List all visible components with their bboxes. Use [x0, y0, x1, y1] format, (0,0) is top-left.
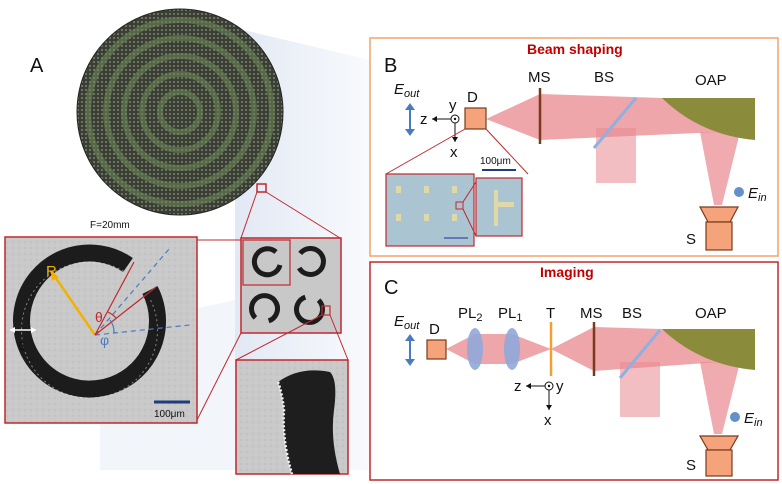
source-c — [698, 435, 740, 477]
bs-c-element — [618, 329, 662, 379]
panel-b-letter: B — [384, 55, 397, 77]
beam-c-to-source — [700, 362, 740, 434]
detector-b — [464, 107, 487, 130]
zoom-line — [265, 191, 341, 239]
oap-c-mirror — [662, 329, 755, 370]
axis-b-z: z — [420, 111, 428, 128]
axis-c-y: y — [556, 378, 564, 395]
beam-c-segment-4 — [551, 327, 594, 371]
panel-a-letter: A — [30, 55, 44, 77]
zoom-line — [196, 332, 242, 421]
target-label: T — [546, 305, 555, 322]
bs-b-label: BS — [594, 69, 614, 86]
e-out-c-label: Eout — [394, 313, 420, 332]
theta-arc — [107, 311, 117, 319]
beam-c-main — [594, 327, 720, 371]
axes-c — [526, 381, 554, 410]
width-label: c — [18, 337, 26, 354]
inset-zoom-line — [462, 208, 477, 237]
beam-b-main — [540, 94, 720, 140]
phi-arc — [109, 319, 115, 334]
beam-c-segment-2 — [475, 334, 512, 364]
metasurface-wafer — [76, 8, 284, 216]
angle-line — [94, 247, 171, 336]
e-in-c-label: Ein — [744, 410, 763, 429]
detector-c-label: D — [429, 321, 440, 338]
gap-edge-line — [94, 261, 135, 336]
lens-pl1 — [504, 328, 520, 370]
bs-c-label: BS — [622, 305, 642, 322]
panel-c-title: Imaging — [540, 264, 594, 280]
inset-scale-label: 100μm — [480, 156, 511, 167]
oap-b-mirror — [662, 98, 755, 140]
width-arrowhead — [31, 327, 36, 333]
source-c-label: S — [686, 457, 696, 474]
inset-zoom-line — [462, 181, 477, 203]
e-out-b-label: Eout — [394, 81, 420, 100]
zoom-line — [329, 314, 349, 361]
panel-b-title: Beam shaping — [527, 41, 623, 57]
ms-b-label: MS — [528, 69, 551, 86]
ms-c-label: MS — [580, 305, 603, 322]
oap-b-label: OAP — [695, 72, 727, 89]
bs-b-element — [592, 97, 638, 149]
e-out-b-arrow — [405, 103, 415, 136]
lens-pl2-label: PL2 — [458, 305, 482, 324]
source-b — [699, 206, 739, 251]
e-in-b-label: Ein — [748, 185, 767, 204]
e-in-b-icon — [734, 187, 744, 197]
beam-b-to-source — [700, 132, 740, 205]
unit-cell-array — [240, 237, 342, 334]
radius-arrowhead — [51, 271, 59, 281]
detector-inset-image — [385, 173, 475, 247]
axis-b-y: y — [449, 97, 457, 114]
scale-bar-label: 100μm — [154, 409, 185, 420]
zoom-line — [240, 191, 258, 239]
lens-pl1-label: PL1 — [498, 305, 522, 324]
sem-ring-image — [4, 236, 198, 424]
beam-c-segment-3 — [512, 334, 551, 364]
axes-b — [432, 114, 460, 142]
radius-label: R — [46, 263, 57, 280]
lens-pl2 — [467, 328, 483, 370]
radius-line — [49, 270, 97, 336]
panel-c-letter: C — [384, 277, 398, 299]
e-in-c-icon — [730, 412, 740, 422]
detector-b-label: D — [467, 89, 478, 106]
axis-line — [94, 324, 191, 336]
inset-zoom-line — [385, 128, 466, 175]
source-b-label: S — [686, 231, 696, 248]
detector-c — [426, 339, 447, 360]
sem-detail-image — [235, 359, 349, 475]
wafer-zoom-marker — [256, 183, 267, 193]
axis-c-z: z — [514, 378, 522, 395]
oap-c-label: OAP — [695, 305, 727, 322]
e-out-c-arrow — [405, 334, 415, 366]
beam-b-cone — [486, 94, 540, 140]
inset-zoom-line — [485, 128, 529, 175]
focal-length-label: F=20mm — [90, 220, 130, 231]
theta-label: θ — [95, 309, 103, 325]
antenna-inset-image — [475, 177, 523, 237]
phi-label: φ — [100, 332, 109, 348]
axis-b-x: x — [450, 144, 458, 161]
axis-c-x: x — [544, 412, 552, 429]
zoom-line — [235, 314, 323, 361]
gap-edge-line — [94, 286, 157, 336]
width-arrowhead — [10, 327, 15, 333]
